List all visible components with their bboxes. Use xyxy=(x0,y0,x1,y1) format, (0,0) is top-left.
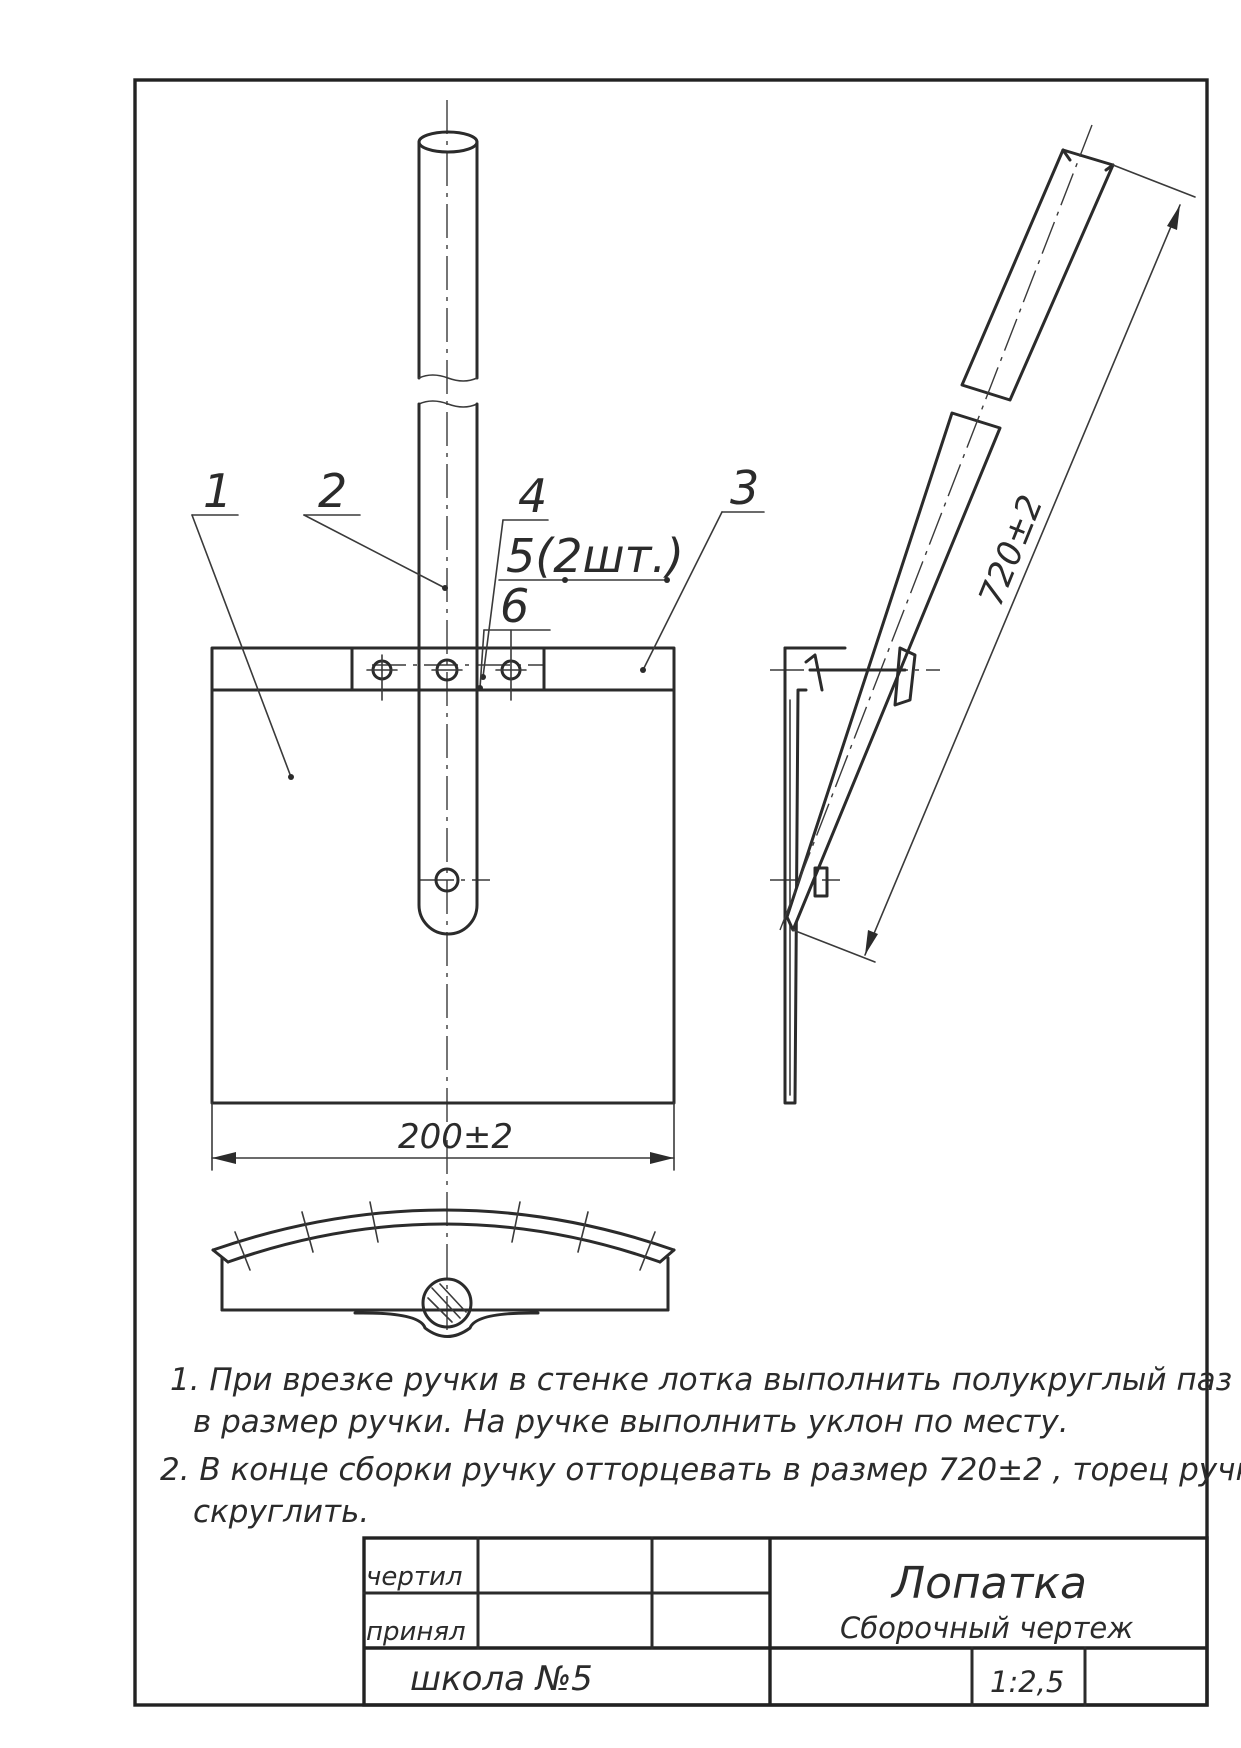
callout-4: 4 xyxy=(518,469,547,523)
side-view xyxy=(770,124,1196,1105)
note-line-3: 2. В конце сборки ручку отторцевать в ра… xyxy=(160,1452,1241,1488)
title-block xyxy=(362,1536,1209,1707)
width-dimension-label: 200±2 xyxy=(398,1117,513,1157)
drawing-title: Лопатка xyxy=(890,1558,1087,1609)
drew-label: чертил xyxy=(366,1562,463,1592)
drawing-subtitle: Сборочный чертеж xyxy=(840,1611,1133,1645)
callout-6: 6 xyxy=(500,579,529,633)
front-view xyxy=(191,100,765,1330)
school-name: школа №5 xyxy=(410,1659,593,1699)
handle-upper xyxy=(417,130,479,382)
length-dimension-label: 720±2 xyxy=(971,490,1051,612)
width-dimension xyxy=(211,1102,675,1171)
note-line-4: скруглить. xyxy=(193,1494,369,1530)
tray-outline xyxy=(210,646,676,1105)
top-view xyxy=(211,1201,676,1338)
accepted-label: принял xyxy=(366,1617,466,1647)
length-dimension xyxy=(792,164,1196,963)
callout-2: 2 xyxy=(318,464,347,518)
callout-5: 5(2шт.) xyxy=(506,529,684,583)
leader-lines xyxy=(191,511,765,780)
drawing-scale: 1:2,5 xyxy=(990,1665,1064,1699)
note-line-2: в размер ручки. На ручке выполнить уклон… xyxy=(193,1404,1069,1440)
callout-3: 3 xyxy=(730,461,759,515)
note-line-1: 1. При врезке ручки в стенке лотка выпол… xyxy=(170,1362,1232,1398)
clamp-plate xyxy=(350,646,546,692)
callout-1: 1 xyxy=(203,464,232,518)
handle-side xyxy=(779,124,1115,932)
rivet-holes xyxy=(366,629,527,893)
handle-lower xyxy=(417,400,479,936)
